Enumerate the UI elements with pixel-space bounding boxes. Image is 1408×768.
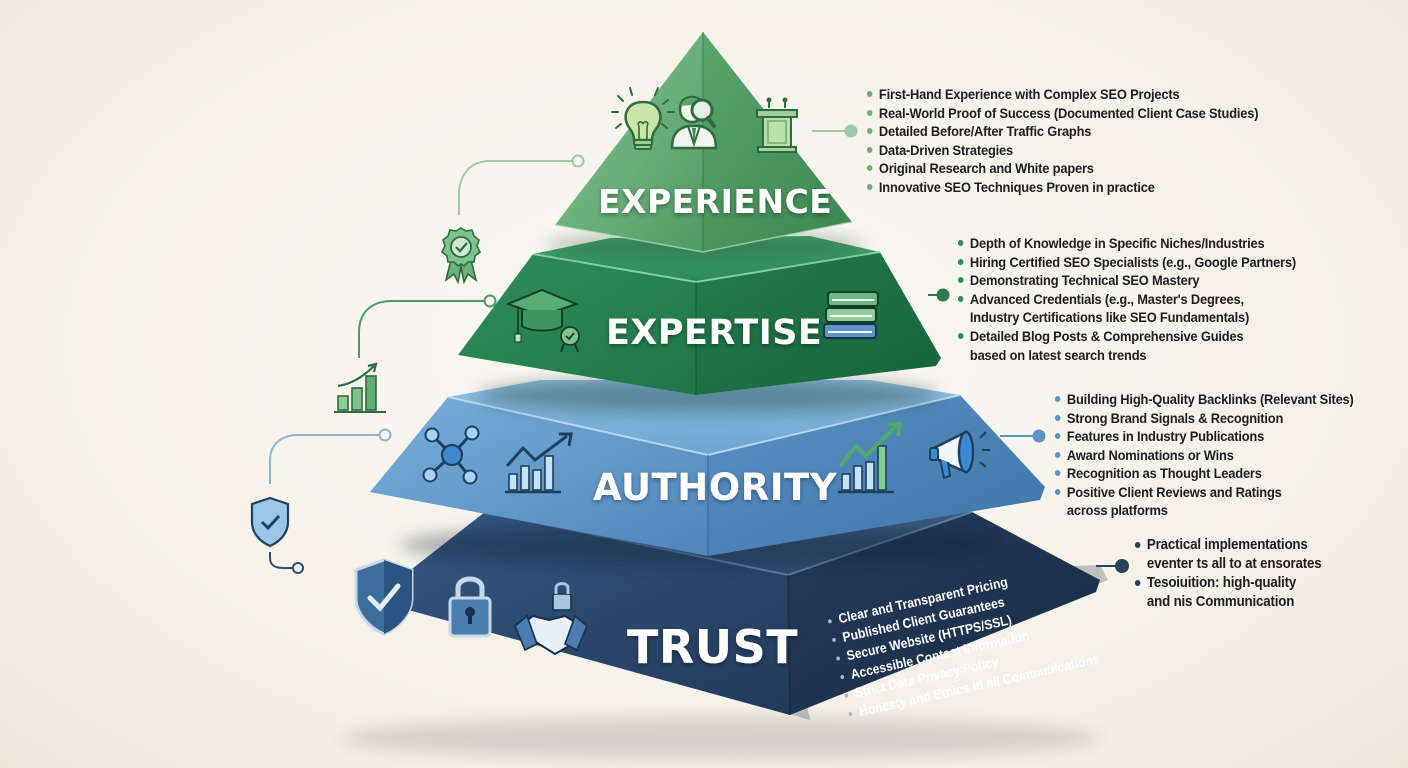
list-item: Features in Industry Publications bbox=[1054, 427, 1354, 446]
tier-label-authority: AUTHORITY bbox=[593, 466, 837, 509]
list-item-continuation: based on latest search trends bbox=[969, 346, 1147, 363]
expertise-bullet-list: Depth of Knowledge in Specific Niches/In… bbox=[957, 234, 1325, 364]
experience-bullet-list: First-Hand Experience with Complex SEO P… bbox=[866, 85, 1293, 196]
person-magnifying-glass-icon bbox=[670, 95, 718, 150]
expertise-left-face bbox=[458, 254, 696, 395]
list-item: Advanced Credentials (e.g., Master's Deg… bbox=[957, 290, 1296, 309]
padlock-icon bbox=[448, 576, 492, 638]
connector-trust-right bbox=[1096, 559, 1129, 573]
connector-experience bbox=[458, 154, 585, 215]
tier-label-trust: TRUST bbox=[627, 620, 799, 674]
list-item-continuation: across platforms bbox=[1066, 502, 1168, 518]
list-item: Tesoiuition: high-quality bbox=[1134, 574, 1322, 593]
graduation-cap-icon bbox=[505, 288, 580, 353]
list-item: Award Nominations or Wins bbox=[1054, 446, 1354, 465]
expertise-right-face bbox=[696, 252, 941, 395]
podium-icon bbox=[756, 97, 798, 153]
list-item: Demonstrating Technical SEO Mastery bbox=[957, 271, 1296, 290]
megaphone-icon bbox=[929, 429, 990, 480]
connector-experience-right bbox=[812, 124, 858, 138]
list-item: Real-World Proof of Success (Documented … bbox=[866, 104, 1259, 123]
lightbulb-icon bbox=[611, 87, 675, 150]
list-item-continuation: Industry Certifications like SEO Fundame… bbox=[969, 309, 1250, 326]
list-item: Innovative SEO Techniques Proven in prac… bbox=[866, 178, 1258, 197]
list-item: Hiring Certified SEO Specialists (e.g., … bbox=[957, 253, 1296, 272]
list-item: Depth of Knowledge in Specific Niches/In… bbox=[957, 234, 1296, 253]
shield-check-side-icon bbox=[250, 496, 290, 548]
connector-expertise bbox=[358, 294, 497, 358]
tier-label-experience: EXPERIENCE bbox=[598, 182, 833, 221]
tier-label-expertise: EXPERTISE bbox=[606, 313, 823, 353]
list-item: Practical implementations bbox=[1134, 536, 1322, 555]
bar-chart-up-icon bbox=[334, 362, 386, 413]
ground-shadow bbox=[340, 716, 1100, 760]
connector-authority-right bbox=[1000, 429, 1046, 443]
handshake-lock-icon bbox=[514, 582, 588, 656]
network-nodes-icon bbox=[422, 425, 480, 485]
experience-left-face bbox=[555, 32, 703, 252]
growth-chart-green-icon bbox=[838, 422, 903, 494]
list-item-continuation: and nis Communication bbox=[1146, 594, 1295, 610]
award-badge-icon bbox=[440, 227, 482, 285]
connector-trust bbox=[269, 552, 304, 574]
list-item: First-Hand Experience with Complex SEO P… bbox=[866, 85, 1258, 104]
connector-expertise-right bbox=[928, 288, 950, 302]
trust-bullet-list: Practical implementations eventer ts all… bbox=[1134, 536, 1338, 612]
authority-bullet-list: Building High-Quality Backlinks (Relevan… bbox=[1054, 390, 1380, 520]
connector-authority bbox=[269, 428, 392, 484]
list-item: Detailed Blog Posts & Comprehensive Guid… bbox=[957, 327, 1296, 346]
shield-check-icon bbox=[354, 558, 414, 636]
list-item: Recognition as Thought Leaders bbox=[1054, 464, 1354, 483]
growth-chart-icon bbox=[505, 432, 573, 494]
list-item: Detailed Before/After Traffic Graphs bbox=[866, 122, 1258, 141]
list-item: Strong Brand Signals & Recognition bbox=[1054, 409, 1354, 428]
list-item: Building High-Quality Backlinks (Relevan… bbox=[1054, 390, 1354, 409]
list-item: Positive Client Reviews and Ratings bbox=[1054, 483, 1354, 502]
stacked-books-icon bbox=[823, 291, 879, 339]
list-item: Data-Driven Strategies bbox=[866, 141, 1258, 160]
list-item-continuation: eventer ts all to at ensorates bbox=[1146, 556, 1322, 572]
list-item: Original Research and White papers bbox=[866, 159, 1258, 178]
